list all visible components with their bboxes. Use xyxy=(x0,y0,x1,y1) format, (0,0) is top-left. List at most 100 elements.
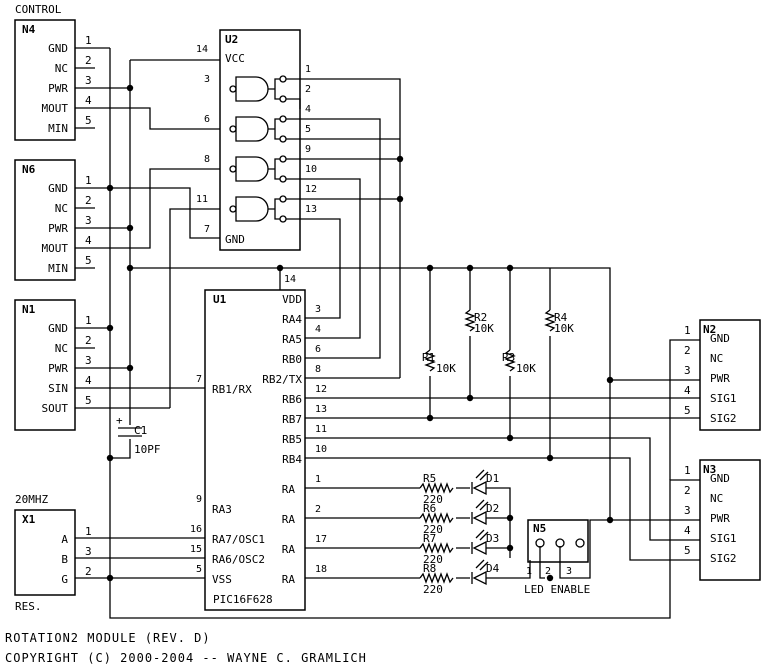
svg-text:14: 14 xyxy=(284,274,296,285)
svg-text:8: 8 xyxy=(204,154,210,165)
chip-u2: U2 VCC GND 14 7 3 6 8 11 1 2 4 5 9 10 12… xyxy=(196,29,317,251)
svg-text:3: 3 xyxy=(85,74,92,87)
svg-text:10: 10 xyxy=(305,164,317,175)
svg-text:13: 13 xyxy=(315,404,327,415)
svg-text:RA5: RA5 xyxy=(282,333,302,346)
nand-gate-1 xyxy=(229,75,287,103)
resistor-r8: R8 220 xyxy=(419,562,454,596)
svg-text:3: 3 xyxy=(315,304,321,315)
svg-text:GND: GND xyxy=(710,332,730,345)
svg-text:220: 220 xyxy=(423,553,443,566)
svg-text:2: 2 xyxy=(85,565,92,578)
svg-text:17: 17 xyxy=(315,534,327,545)
svg-text:R8: R8 xyxy=(423,562,436,575)
svg-text:RA3: RA3 xyxy=(212,503,232,516)
connector-n3: N3 GND NC PWR SIG1 SIG2 1 2 3 4 5 xyxy=(684,459,761,581)
svg-text:SOUT: SOUT xyxy=(42,402,69,415)
svg-text:3: 3 xyxy=(204,74,210,85)
nand-gate-3 xyxy=(229,155,287,183)
svg-text:5: 5 xyxy=(85,114,92,127)
svg-text:5: 5 xyxy=(85,254,92,267)
resistor-r1: R1 10K xyxy=(422,349,456,375)
resistor-r7: R7 220 xyxy=(419,532,454,566)
svg-text:PIC16F628: PIC16F628 xyxy=(213,593,273,606)
svg-text:3: 3 xyxy=(85,354,92,367)
svg-text:9: 9 xyxy=(305,144,311,155)
jumper-n5: N5 1 2 3 LED ENABLE xyxy=(524,519,590,596)
svg-text:6: 6 xyxy=(204,114,210,125)
svg-text:10K: 10K xyxy=(516,362,536,375)
svg-text:C1: C1 xyxy=(134,424,147,437)
svg-text:5: 5 xyxy=(196,564,202,575)
svg-text:R3: R3 xyxy=(502,351,515,364)
svg-text:R4: R4 xyxy=(554,311,568,324)
svg-text:RB2/TX: RB2/TX xyxy=(262,373,302,386)
svg-text:D4: D4 xyxy=(486,562,500,575)
svg-text:VDD: VDD xyxy=(282,293,302,306)
svg-text:1: 1 xyxy=(85,314,92,327)
svg-text:G: G xyxy=(61,573,68,586)
svg-text:NC: NC xyxy=(710,352,723,365)
svg-text:PWR: PWR xyxy=(48,82,68,95)
svg-text:RB6: RB6 xyxy=(282,393,302,406)
title-line-1: ROTATION2 MODULE (REV. D) xyxy=(5,631,211,645)
svg-text:10K: 10K xyxy=(474,322,494,335)
svg-text:R6: R6 xyxy=(423,502,436,515)
nand-gate-4 xyxy=(229,195,287,223)
svg-text:RB1/RX: RB1/RX xyxy=(212,383,252,396)
svg-text:12: 12 xyxy=(305,184,317,195)
svg-text:SIG2: SIG2 xyxy=(710,412,737,425)
svg-text:GND: GND xyxy=(225,233,245,246)
svg-text:14: 14 xyxy=(196,44,208,55)
svg-text:RB0: RB0 xyxy=(282,353,302,366)
svg-text:GND: GND xyxy=(48,322,68,335)
resistor-r6: R6 220 xyxy=(419,502,454,536)
svg-text:5: 5 xyxy=(85,394,92,407)
svg-text:2: 2 xyxy=(85,334,92,347)
svg-text:1: 1 xyxy=(85,174,92,187)
svg-text:PWR: PWR xyxy=(48,362,68,375)
svg-text:GND: GND xyxy=(48,182,68,195)
svg-text:+: + xyxy=(116,414,123,427)
connector-n2: N2 GND NC PWR SIG1 SIG2 1 2 3 4 5 xyxy=(684,319,761,431)
crystal-label: 20MHZ xyxy=(15,493,48,506)
resistor-r4: R4 10K xyxy=(544,309,574,335)
chip-u1: U1 PIC16F628 VDD RA4 RA5 RB0 RB2/TX RB6 … xyxy=(190,274,327,611)
crystal-x1: X1 A B G 1 3 2 xyxy=(14,509,92,596)
svg-text:12: 12 xyxy=(315,384,327,395)
svg-text:1: 1 xyxy=(85,34,92,47)
svg-text:8: 8 xyxy=(315,364,321,375)
svg-text:4: 4 xyxy=(85,234,92,247)
svg-text:RA6/OSC2: RA6/OSC2 xyxy=(212,553,265,566)
resistor-r3: R3 10K xyxy=(502,349,536,375)
svg-text:MIN: MIN xyxy=(48,122,68,135)
svg-text:LED ENABLE: LED ENABLE xyxy=(524,583,590,596)
resistor-r5: R5 220 xyxy=(419,472,454,506)
svg-text:PWR: PWR xyxy=(48,222,68,235)
svg-text:3: 3 xyxy=(566,566,572,577)
svg-text:RA: RA xyxy=(282,513,296,526)
svg-text:2: 2 xyxy=(545,566,551,577)
svg-text:10K: 10K xyxy=(436,362,456,375)
diode-d3: D3 xyxy=(471,529,499,556)
svg-text:D1: D1 xyxy=(486,472,499,485)
svg-text:2: 2 xyxy=(684,484,691,497)
svg-text:SIG1: SIG1 xyxy=(710,532,737,545)
svg-text:4: 4 xyxy=(315,324,321,335)
svg-text:B: B xyxy=(61,553,68,566)
capacitor-c1: + C1 10PF xyxy=(116,414,161,456)
resistor-r2: R2 10K xyxy=(464,309,494,335)
svg-text:2: 2 xyxy=(305,84,311,95)
svg-text:1: 1 xyxy=(526,566,532,577)
svg-text:RA4: RA4 xyxy=(282,313,302,326)
svg-text:N5: N5 xyxy=(533,522,546,535)
svg-text:RB4: RB4 xyxy=(282,453,302,466)
svg-text:MOUT: MOUT xyxy=(42,242,69,255)
svg-text:PWR: PWR xyxy=(710,372,730,385)
svg-text:N1: N1 xyxy=(22,303,36,316)
svg-text:3: 3 xyxy=(85,214,92,227)
svg-text:MIN: MIN xyxy=(48,262,68,275)
svg-text:RA: RA xyxy=(282,573,296,586)
diode-d2: D2 xyxy=(471,499,499,526)
